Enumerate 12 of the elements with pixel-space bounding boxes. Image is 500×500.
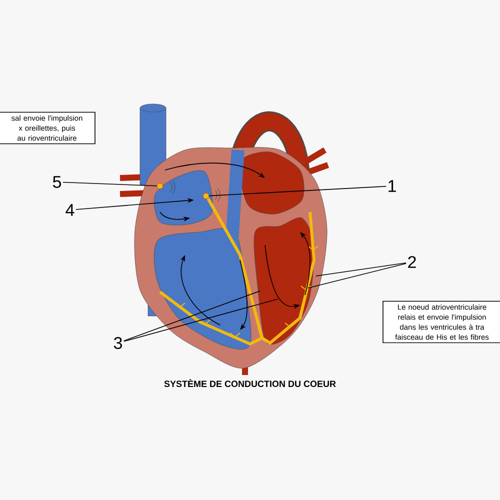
leader-line: [208, 186, 386, 196]
leader-line: [316, 262, 406, 276]
leader-line: [124, 298, 278, 342]
leader-line: [124, 290, 260, 342]
callout-number: 2: [408, 256, 416, 268]
title: SYSTÈME DE CONDUCTION DU COEUR: [164, 378, 336, 388]
leader-line: [308, 263, 406, 288]
leader-line: [62, 182, 158, 186]
callout-number: 1: [388, 180, 396, 192]
callout-number: 4: [66, 204, 74, 216]
callout-number: 5: [52, 176, 61, 188]
callout-number: 3: [114, 336, 122, 350]
